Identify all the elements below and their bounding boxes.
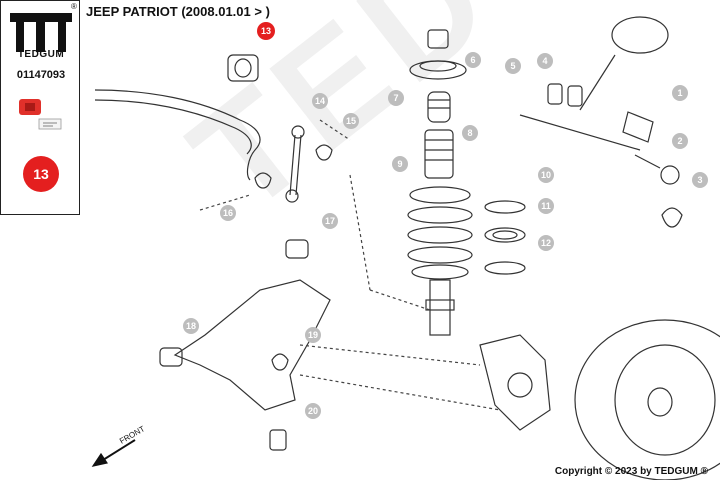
tedgum-logo [10, 13, 72, 52]
callout-6[interactable]: 6 [465, 52, 481, 68]
rack-boot [622, 111, 654, 143]
sidebar-panel: ® TEDGUM 01147093 13 [0, 0, 80, 215]
wheel [574, 319, 720, 480]
stabilizer-bar [94, 89, 261, 181]
rack-bushing-b [567, 85, 583, 107]
tie-rod-end [634, 154, 683, 228]
registered-mark: ® [71, 2, 77, 11]
copyright-text: Copyright © 2023 by TEDGUM ® [554, 466, 708, 477]
dust-boot [424, 129, 454, 179]
callout-9[interactable]: 9 [392, 156, 408, 172]
callout-16[interactable]: 16 [220, 205, 236, 221]
callout-10[interactable]: 10 [538, 167, 554, 183]
stabilizer-bushing [227, 54, 259, 82]
callout-8[interactable]: 8 [462, 125, 478, 141]
control-arm-bushing [159, 347, 183, 367]
selected-part-badge: 13 [23, 156, 59, 192]
callout-2[interactable]: 2 [672, 133, 688, 149]
page-title: JEEP PATRIOT (2008.01.01 > ) [86, 4, 270, 19]
callout-13[interactable]: 13 [257, 22, 275, 40]
strut-bearing [484, 227, 526, 243]
callout-11[interactable]: 11 [538, 198, 554, 214]
callout-1[interactable]: 1 [672, 85, 688, 101]
ball-joint [269, 429, 287, 451]
product-thumbnail [19, 99, 62, 130]
rack-bushing-a [547, 83, 563, 105]
stabilizer-link [285, 125, 305, 203]
strut-mount [409, 29, 467, 80]
front-arrow-icon [91, 439, 136, 467]
strut-bearing-upper [484, 200, 526, 214]
steering-rack [519, 16, 669, 151]
callout-5[interactable]: 5 [505, 58, 521, 74]
link-bushing-upper [315, 144, 333, 161]
callout-20[interactable]: 20 [305, 403, 321, 419]
callout-3[interactable]: 3 [692, 172, 708, 188]
control-arm-rear-bushing [285, 239, 309, 259]
ball-joint-cover [661, 207, 683, 228]
coil-spring [407, 186, 473, 280]
callout-14[interactable]: 14 [312, 93, 328, 109]
callout-4[interactable]: 4 [537, 53, 553, 69]
bump-stop [427, 91, 451, 123]
control-arm [159, 239, 331, 451]
spring-seat [484, 261, 526, 275]
brand-name: TEDGUM [17, 49, 65, 60]
callout-17[interactable]: 17 [322, 213, 338, 229]
ball-joint-boot [271, 353, 289, 371]
callout-15[interactable]: 15 [343, 113, 359, 129]
callout-18[interactable]: 18 [183, 318, 199, 334]
callout-19[interactable]: 19 [305, 327, 321, 343]
callout-7[interactable]: 7 [388, 90, 404, 106]
steering-knuckle [479, 334, 551, 431]
callout-12[interactable]: 12 [538, 235, 554, 251]
part-number: 01147093 [16, 69, 66, 81]
shock-absorber [425, 279, 455, 336]
link-bushing-lower [254, 172, 272, 189]
